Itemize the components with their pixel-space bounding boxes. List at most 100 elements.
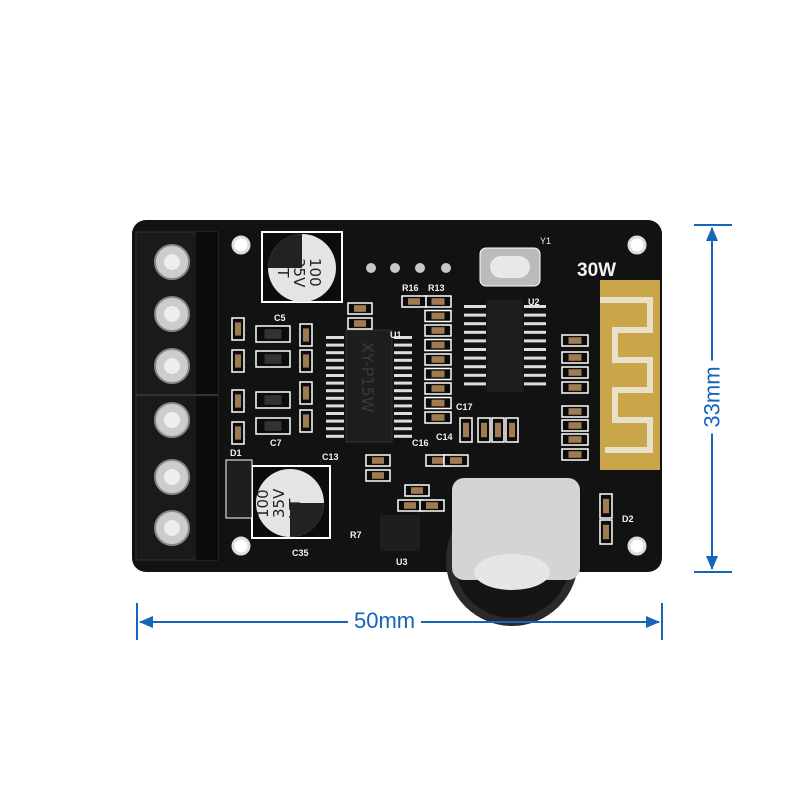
- smd-part: [235, 394, 241, 408]
- smd-part: [568, 354, 582, 361]
- smd-components: [231, 295, 613, 545]
- chip-pin: [524, 382, 546, 386]
- chip-pin: [524, 348, 546, 351]
- chip-pin: [394, 389, 412, 393]
- smd-part: [264, 329, 282, 339]
- chip-pin: [464, 348, 486, 351]
- chip-pin: [524, 365, 546, 369]
- volume-potentiometer: [446, 478, 580, 626]
- chip-pin: [326, 434, 344, 438]
- chip-pin: [326, 351, 344, 355]
- chip-pin: [326, 381, 344, 385]
- chip-pin: [326, 389, 344, 393]
- chip-pin: [394, 336, 412, 339]
- chip-pin: [326, 366, 344, 370]
- smd-part: [264, 421, 282, 431]
- smd-part: [603, 524, 609, 540]
- chip-pin: [394, 358, 412, 362]
- smd-part: [432, 457, 444, 464]
- cap-bottom-voltage: 35V: [270, 488, 288, 518]
- chip-pin: [464, 373, 486, 377]
- smd-part: [431, 399, 445, 407]
- smd-part: [404, 502, 416, 509]
- chip-pin: [326, 374, 344, 377]
- label-c13: C13: [322, 452, 339, 462]
- screw-head: [164, 358, 180, 374]
- screw-head: [164, 412, 180, 428]
- smd-part: [431, 312, 445, 320]
- amplifier-chip: [326, 329, 412, 443]
- chip-pin: [524, 330, 546, 334]
- cap-top-voltage: 35V: [290, 258, 308, 288]
- chip-pin: [394, 351, 412, 355]
- smd-part: [303, 386, 309, 400]
- capacitor-bottom: [251, 465, 331, 539]
- label-d1: D1: [230, 448, 242, 458]
- chip-pin: [524, 373, 546, 377]
- smd-part: [431, 356, 445, 363]
- smd-part: [264, 395, 282, 405]
- chip-pin: [394, 419, 412, 423]
- chip-pin: [326, 419, 344, 423]
- capacitor-top: [261, 231, 343, 303]
- screw-head: [164, 469, 180, 485]
- smd-part: [568, 337, 582, 344]
- chip-pin: [326, 412, 344, 415]
- smd-part: [303, 328, 309, 342]
- label-c17: C17: [456, 402, 473, 412]
- chip-pin: [464, 365, 486, 369]
- chip-pin: [326, 427, 344, 431]
- smd-part: [431, 414, 445, 421]
- terminal-screws: [154, 244, 190, 546]
- smd-part: [431, 370, 445, 378]
- smd-part: [372, 457, 384, 464]
- chip-pin: [394, 396, 412, 400]
- label-c35: C35: [292, 548, 309, 558]
- smd-part: [431, 385, 445, 392]
- smd-part: [431, 341, 445, 349]
- chip-pin: [394, 374, 412, 377]
- chip-pin: [326, 404, 344, 408]
- smd-part: [568, 422, 582, 429]
- smd-part: [354, 320, 366, 327]
- cap-top-value: 100: [306, 258, 324, 287]
- cap-bottom-series: VT: [286, 498, 304, 518]
- crystal-oscillator: [479, 247, 541, 287]
- label-u1: U1: [390, 330, 402, 340]
- chip-pin: [394, 404, 412, 408]
- smd-part: [568, 408, 582, 415]
- chip-pin: [464, 330, 486, 334]
- smd-part: [568, 436, 582, 443]
- smd-part: [372, 472, 384, 479]
- smd-part: [603, 498, 609, 514]
- smd-part: [235, 354, 241, 368]
- chip-pin: [524, 305, 546, 308]
- chip-pin: [464, 356, 486, 360]
- label-r7: R7: [350, 530, 362, 540]
- chip-pin: [464, 382, 486, 386]
- smd-part: [568, 451, 582, 458]
- label-c16: C16: [412, 438, 429, 448]
- smd-part: [481, 422, 487, 438]
- chip-pin: [524, 313, 546, 317]
- power-rating-label: 30W: [577, 260, 616, 281]
- chip-pin: [326, 396, 344, 400]
- chip-pin: [464, 322, 486, 326]
- chip-pin: [326, 343, 344, 347]
- chip-pin: [464, 313, 486, 317]
- cap-top-series: VT: [274, 258, 292, 278]
- smd-part: [408, 298, 420, 305]
- label-c7: C7: [270, 438, 282, 448]
- smd-part: [354, 305, 366, 312]
- screw-terminal-block: [135, 231, 219, 561]
- label-d2: D2: [622, 514, 634, 524]
- chip-pin: [394, 427, 412, 431]
- smd-part: [495, 422, 501, 438]
- smd-part: [509, 422, 515, 438]
- label-r13: R13: [428, 283, 445, 293]
- smd-part: [303, 354, 309, 368]
- chip-pin: [394, 343, 412, 347]
- smd-part: [568, 369, 582, 376]
- cap-bottom-value: 100: [254, 489, 272, 518]
